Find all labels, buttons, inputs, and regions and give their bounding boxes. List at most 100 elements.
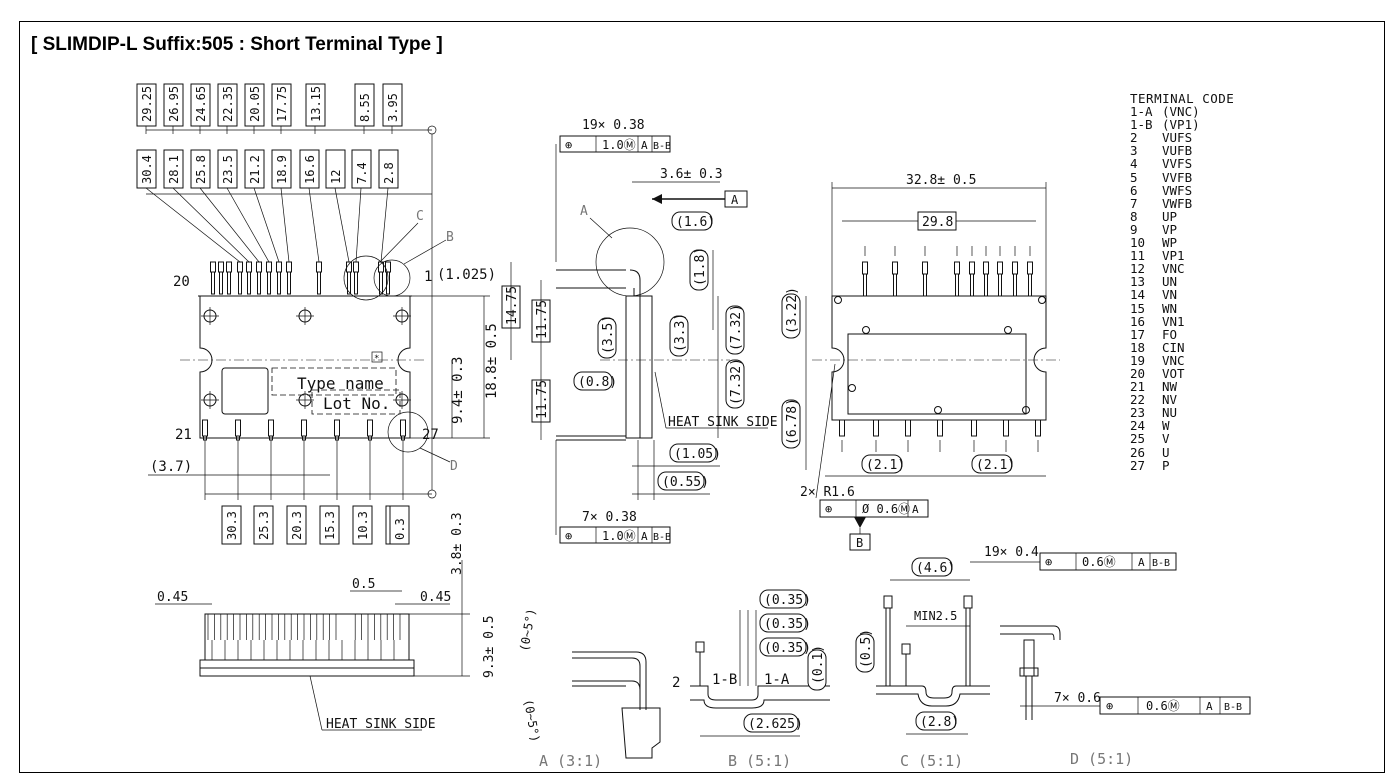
terminal-signal: NW <box>1162 379 1178 395</box>
lead-tip <box>316 261 322 273</box>
back-lead <box>937 419 943 437</box>
dim-box <box>299 149 320 189</box>
terminal-signal: VN <box>1162 287 1178 303</box>
terminal-code-row: 19 VNC <box>1130 354 1234 367</box>
detail-a: (0~5°) (0~5°) A (3:1) <box>517 607 661 770</box>
lead <box>268 419 274 437</box>
terminal-number: 1-A <box>1130 104 1153 120</box>
side-fcf-top-sym: ⊕ <box>565 138 572 152</box>
detail-b: (0.35) (0.35) (0.35) (0.1) 2 1-B 1-A (2.… <box>672 589 830 770</box>
back-datum-b: B <box>856 536 863 550</box>
back-dim-3-22: (3.22) <box>785 287 800 334</box>
terminal-number: 13 <box>1130 274 1146 290</box>
terminal-number: 20 <box>1130 365 1146 381</box>
dim-top-outer: 24.65 <box>194 86 208 122</box>
dim-top-outer: 3.95 <box>386 93 400 122</box>
terminal-signal: VNC <box>1162 352 1185 368</box>
lead <box>367 419 373 437</box>
dim-top-inner: 23.5 <box>221 155 235 184</box>
detail-d-fcf-sym: ⊕ <box>1106 699 1113 713</box>
detail-a-callout: A <box>580 204 588 219</box>
terminal-signal: NV <box>1162 392 1178 408</box>
terminal-signal: WN <box>1162 300 1178 316</box>
dim-top-outer: 13.15 <box>309 86 323 122</box>
detail-b-dim-0-35c: (0.35) <box>764 641 811 656</box>
back-lead <box>863 273 867 297</box>
detail-c-dim-4-6: (4.6) <box>916 561 955 576</box>
back-r-1-6: 2× R1.6 <box>800 485 855 500</box>
lead <box>379 271 383 295</box>
back-lead <box>970 273 974 297</box>
detail-a-caption: A (3:1) <box>539 752 602 770</box>
detail-c: (4.6) 19× 0.4 ⊕ 0.6Ⓜ A B-B MIN2.5 (0.5) … <box>855 545 1177 770</box>
terminal-number: 27 <box>1130 457 1146 473</box>
side-dim-1-6: (1.6) <box>676 215 715 230</box>
side-dim-7-32a: (7.32) <box>729 304 744 351</box>
bottom-dim-3-8: 3.8± 0.3 <box>450 512 465 575</box>
detail-c-fcf-bb: B-B <box>1152 558 1170 569</box>
dim-top-inner: 2.8 <box>382 162 396 184</box>
back-view: 32.8± 0.5 29.8 (3.22) (6.78) (2.1) (2.1)… <box>781 173 1060 551</box>
lead <box>287 271 291 295</box>
back-lead-tip <box>862 261 868 275</box>
dim-box <box>305 83 326 127</box>
dim-top-inner: 18.9 <box>275 155 289 184</box>
detail-b-label-1a: 1-A <box>764 672 790 688</box>
terminal-number: 2 <box>1130 130 1138 146</box>
dim-bottom: 30.3 <box>225 511 239 540</box>
lead <box>317 271 321 295</box>
dim-bottom: 10.3 <box>356 511 370 540</box>
terminal-signal: VVFB <box>1162 169 1193 185</box>
terminal-number: 19 <box>1130 352 1146 368</box>
back-lead <box>1028 273 1032 297</box>
star-mark: * <box>374 354 379 364</box>
lead-tip <box>256 261 262 273</box>
detail-b-dim-0-1: (0.1) <box>811 645 826 684</box>
dim-box <box>217 83 238 127</box>
back-fcf-sym: ⊕ <box>825 502 832 516</box>
side-dim-3-5: (3.5) <box>601 315 616 354</box>
pin-20-label: 20 <box>173 274 190 290</box>
terminal-signal: (VP1) <box>1162 117 1200 133</box>
leader <box>308 187 320 263</box>
dim-box <box>163 83 184 127</box>
terminal-signal: UN <box>1162 274 1178 290</box>
leader <box>226 187 270 263</box>
detail-b-label-2: 2 <box>672 675 680 691</box>
terminal-number: 11 <box>1130 248 1146 264</box>
terminal-signal: VWFS <box>1162 182 1193 198</box>
detail-d-callout: D <box>450 459 458 474</box>
back-lead <box>1035 419 1041 437</box>
side-dim-1-8: (1.8) <box>693 247 708 286</box>
side-dim-0-8: (0.8) <box>578 375 617 390</box>
dim-box <box>271 83 292 127</box>
side-dim-3-3: (3.3) <box>673 313 688 352</box>
detail-b-callout: B <box>446 230 454 245</box>
lead <box>354 271 358 295</box>
back-lead-tip <box>969 261 975 275</box>
back-lead <box>905 419 911 437</box>
detail-a-angle-bottom: (0~5°) <box>521 698 542 743</box>
drawing-frame <box>19 21 1385 773</box>
back-lead <box>998 273 1002 297</box>
dim-18-8: 18.8± 0.5 <box>484 323 500 399</box>
detail-b-label-1b: 1-B <box>712 672 737 688</box>
terminal-number: 3 <box>1130 143 1138 159</box>
terminal-signal: VP <box>1162 221 1178 237</box>
dim-box <box>319 505 340 545</box>
dim-top-outer: 29.25 <box>140 86 154 122</box>
lead <box>257 271 261 295</box>
